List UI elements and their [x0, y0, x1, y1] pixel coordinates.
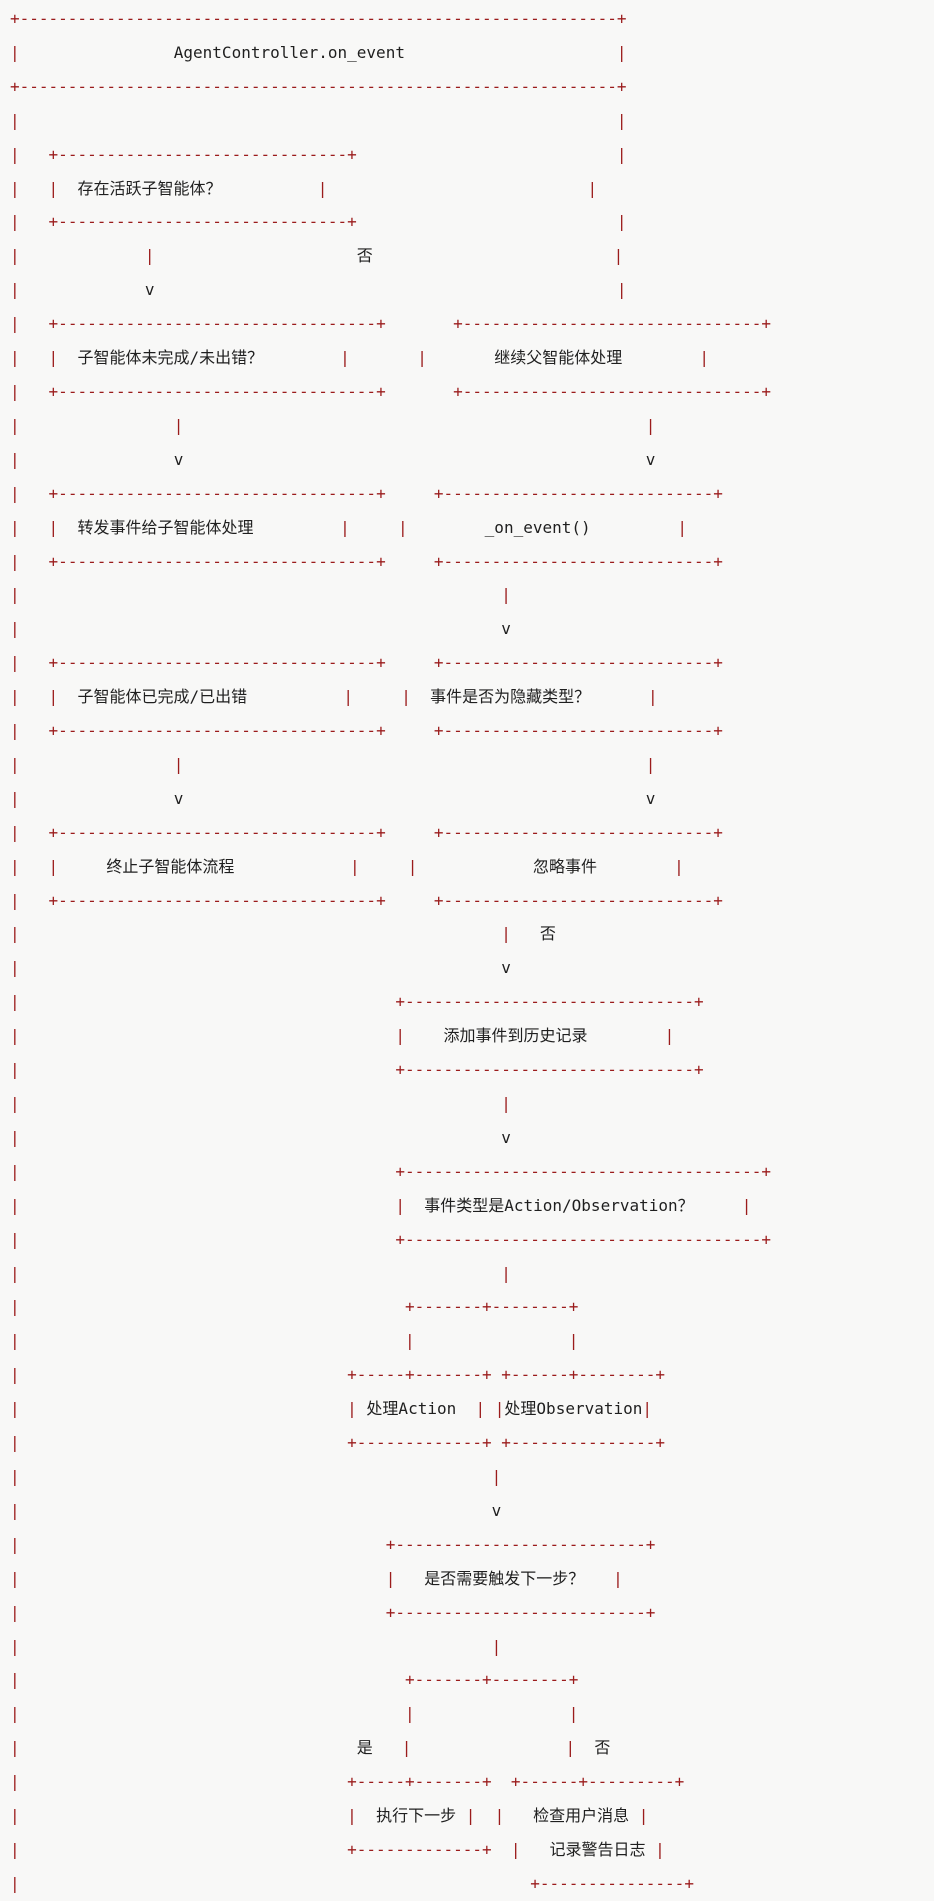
art-line: | | 存在活跃子智能体？ | |: [10, 178, 598, 198]
art-line: | | |: [10, 1704, 579, 1724]
art-line: | +------------------------------+ |: [10, 144, 627, 164]
art-line: | +---------------------------------+ +-…: [10, 483, 723, 503]
art-line: | | 否: [10, 924, 556, 944]
art-line: | +-------+--------+: [10, 1297, 579, 1317]
art-line: | +-----+-------+ +------+---------+: [10, 1772, 685, 1792]
art-line: | | |: [10, 754, 656, 774]
art-line: | | 终止子智能体流程 | | 忽略事件 |: [10, 856, 684, 876]
art-line: | | 处理Action | |处理Observation|: [10, 1399, 653, 1419]
art-line: | v: [10, 958, 511, 978]
art-line: | +---------------------------------+ +-…: [10, 822, 723, 842]
art-line: | |: [10, 110, 627, 130]
art-line: | AgentController.on_event |: [10, 42, 627, 62]
art-line: | +---------------------------------+ +-…: [10, 551, 723, 571]
art-line: | +------------------------------+: [10, 1060, 704, 1080]
art-line: | +---------------------------------+ +-…: [10, 653, 723, 673]
art-line: | +-----+-------+ +------+--------+: [10, 1365, 666, 1385]
art-line: | +------------------------------+ |: [10, 212, 627, 232]
art-line: | | 否 |: [10, 246, 624, 266]
art-line: | +-------------------------------------…: [10, 1229, 772, 1249]
art-line: | +-------------------------------------…: [10, 1161, 772, 1181]
art-line: | +---------------------------------+ +-…: [10, 890, 723, 910]
art-line: | |: [10, 1094, 511, 1113]
art-line: +---------------------------------------…: [10, 76, 627, 96]
art-line: | |: [10, 1466, 502, 1486]
art-line: +---------------------------------------…: [10, 9, 627, 28]
art-line: | | 添加事件到历史记录 |: [10, 1026, 675, 1046]
art-line: | +---------------------------------+ +-…: [10, 381, 772, 401]
art-line: | +---------------------------------+ +-…: [10, 314, 772, 334]
art-line: | | 子智能体未完成/未出错？ | | 继续父智能体处理 |: [10, 348, 710, 368]
art-line: | +---------------------------------+ +-…: [10, 721, 723, 741]
art-line: | +---------------+: [10, 1873, 694, 1893]
art-line: | +--------------------------+: [10, 1534, 656, 1554]
art-line: | +------------------------------+: [10, 992, 704, 1012]
art-line: | 是 | | 否: [10, 1738, 611, 1758]
art-line: | v v: [10, 449, 656, 469]
art-line: | v |: [10, 280, 627, 300]
art-line: | v: [10, 619, 511, 639]
art-line: | |: [10, 1263, 511, 1283]
art-line: | | 转发事件给子智能体处理 | | _on_event() |: [10, 517, 687, 537]
art-line: | +-------+--------+: [10, 1670, 579, 1690]
art-line: | |: [10, 1636, 502, 1656]
art-line: | +-------------+ | 记录警告日志 |: [10, 1839, 665, 1859]
art-line: | | |: [10, 415, 656, 435]
art-line: | | 是否需要触发下一步？ |: [10, 1568, 623, 1588]
art-line: | | 执行下一步 | | 检查用户消息 |: [10, 1806, 649, 1826]
art-line: | v: [10, 1127, 511, 1147]
art-line: | | 事件类型是Action/Observation？ |: [10, 1195, 752, 1215]
art-line: | | 子智能体已完成/已出错 | | 事件是否为隐藏类型？ |: [10, 687, 658, 707]
art-line: | +--------------------------+: [10, 1602, 656, 1622]
art-line: | +-------------+ +---------------+: [10, 1433, 666, 1453]
art-line: | v v: [10, 788, 656, 808]
art-line: | |: [10, 585, 511, 605]
art-line: | v: [10, 1500, 502, 1520]
art-line: | | |: [10, 1331, 579, 1351]
